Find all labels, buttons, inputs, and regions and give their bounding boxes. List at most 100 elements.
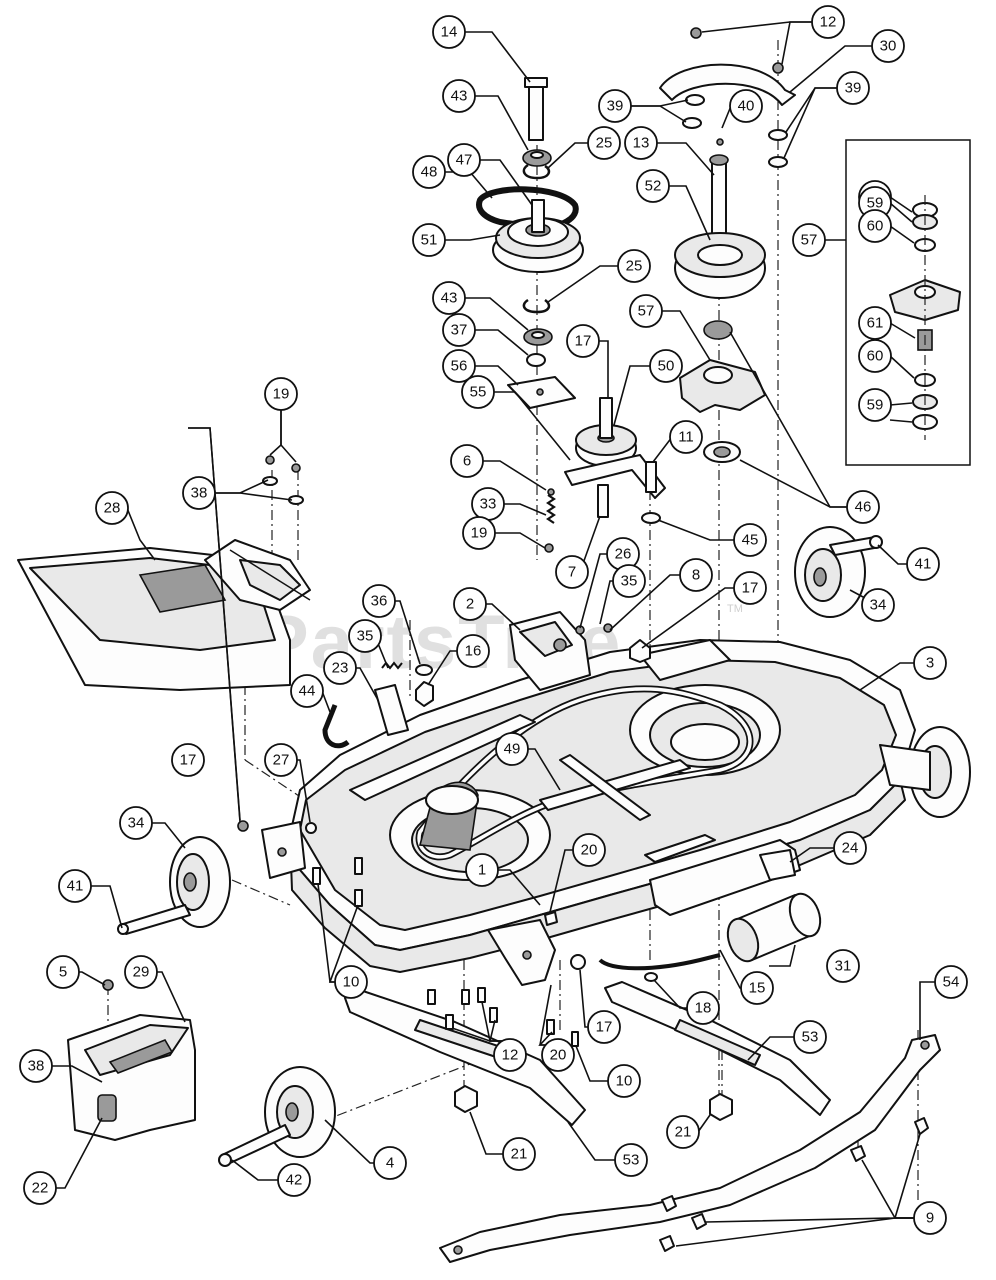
svg-text:24: 24 — [842, 840, 859, 857]
svg-text:17: 17 — [596, 1019, 613, 1036]
callout-10a: 10 — [334, 965, 368, 999]
svg-text:42: 42 — [286, 1172, 303, 1189]
callout-19a: 19 — [462, 516, 496, 550]
left-pulley-stack — [476, 77, 584, 409]
svg-text:59: 59 — [867, 397, 884, 414]
callout-bubbles: 14 43 47 48 51 25 25 43 37 56 12 30 39 4… — [19, 5, 968, 1235]
svg-text:57: 57 — [638, 303, 655, 320]
callout-44: 44 — [290, 674, 324, 708]
svg-text:34: 34 — [870, 597, 887, 614]
svg-text:53: 53 — [802, 1029, 819, 1046]
callout-53a: 53 — [793, 1020, 827, 1054]
svg-text:26: 26 — [615, 546, 632, 563]
svg-text:41: 41 — [67, 878, 84, 895]
svg-text:43: 43 — [451, 88, 468, 105]
front-bracket — [487, 919, 556, 986]
svg-text:2: 2 — [466, 596, 474, 613]
callout-3: 3 — [913, 646, 947, 680]
svg-text:8: 8 — [692, 567, 700, 584]
callout-21a: 21 — [666, 1115, 700, 1149]
wheel-left — [117, 836, 231, 935]
callout-36: 36 — [362, 584, 396, 618]
callout-51: 51 — [412, 223, 446, 257]
callout-59-top: 59 — [858, 186, 892, 220]
svg-text:31: 31 — [835, 958, 852, 975]
svg-text:38: 38 — [28, 1058, 45, 1075]
callout-30: 30 — [871, 29, 905, 63]
svg-text:40: 40 — [738, 98, 755, 115]
anti-scalp-roller — [726, 892, 822, 963]
svg-text:17: 17 — [742, 580, 759, 597]
svg-text:21: 21 — [511, 1146, 528, 1163]
svg-text:55: 55 — [470, 384, 487, 401]
svg-text:10: 10 — [616, 1073, 633, 1090]
wheel-right-rear — [794, 526, 883, 618]
svg-text:17: 17 — [575, 333, 592, 350]
callout-41b: 41 — [58, 869, 92, 903]
callout-49: 49 — [495, 732, 529, 766]
callout-47: 47 — [447, 143, 481, 177]
svg-text:44: 44 — [299, 683, 316, 700]
callout-16: 16 — [456, 634, 490, 668]
svg-text:11: 11 — [678, 429, 694, 446]
callout-19b: 19 — [264, 377, 298, 411]
svg-text:61: 61 — [867, 315, 884, 332]
mulch-plug — [67, 1014, 196, 1141]
callout-5: 5 — [46, 955, 80, 989]
svg-text:57: 57 — [801, 232, 818, 249]
svg-text:35: 35 — [357, 628, 374, 645]
callout-25a: 25 — [587, 126, 621, 160]
callout-23: 23 — [323, 651, 357, 685]
callout-12a: 12 — [811, 5, 845, 39]
svg-text:19: 19 — [471, 525, 488, 542]
svg-text:12: 12 — [820, 14, 837, 31]
svg-text:52: 52 — [645, 178, 662, 195]
svg-text:35: 35 — [621, 573, 638, 590]
callout-50: 50 — [649, 349, 683, 383]
callout-4: 4 — [373, 1146, 407, 1180]
callout-60b: 60 — [858, 339, 892, 373]
callout-61: 61 — [858, 306, 892, 340]
callout-43b: 43 — [432, 281, 466, 315]
callout-17b: 17 — [733, 571, 767, 605]
svg-text:7: 7 — [568, 564, 576, 581]
callout-40: 40 — [729, 89, 763, 123]
callout-52: 52 — [636, 169, 670, 203]
svg-text:20: 20 — [581, 842, 598, 859]
callout-20a: 20 — [572, 833, 606, 867]
callout-25b: 25 — [617, 249, 651, 283]
svg-text:33: 33 — [480, 496, 497, 513]
svg-text:23: 23 — [332, 660, 349, 677]
watermark-trademark: TM — [727, 603, 743, 615]
callout-7: 7 — [555, 555, 589, 589]
blade-right — [604, 981, 831, 1116]
callout-35b: 35 — [348, 619, 382, 653]
svg-text:9: 9 — [926, 1210, 934, 1227]
mulch-baffle — [439, 1034, 941, 1263]
callout-14: 14 — [432, 15, 466, 49]
svg-text:59: 59 — [867, 195, 884, 212]
svg-text:38: 38 — [191, 485, 208, 502]
callout-34b: 34 — [119, 806, 153, 840]
svg-text:15: 15 — [749, 980, 766, 997]
svg-text:43: 43 — [441, 290, 458, 307]
callout-57b: 57 — [629, 294, 663, 328]
svg-text:34: 34 — [128, 815, 145, 832]
svg-text:36: 36 — [371, 593, 388, 610]
idler-arm — [639, 639, 731, 681]
callout-42: 42 — [277, 1163, 311, 1197]
callout-39b: 39 — [836, 71, 870, 105]
idler-pulley — [544, 397, 666, 553]
svg-text:37: 37 — [451, 322, 468, 339]
svg-text:6: 6 — [463, 453, 471, 470]
svg-text:54: 54 — [943, 974, 960, 991]
callout-56: 56 — [442, 349, 476, 383]
callout-9: 9 — [913, 1201, 947, 1235]
callout-17d: 17 — [587, 1010, 621, 1044]
callout-55: 55 — [461, 375, 495, 409]
callout-8: 8 — [679, 558, 713, 592]
svg-text:25: 25 — [626, 258, 643, 275]
callout-59b: 59 — [858, 388, 892, 422]
callout-54: 54 — [934, 965, 968, 999]
small-hardware — [102, 27, 929, 1252]
